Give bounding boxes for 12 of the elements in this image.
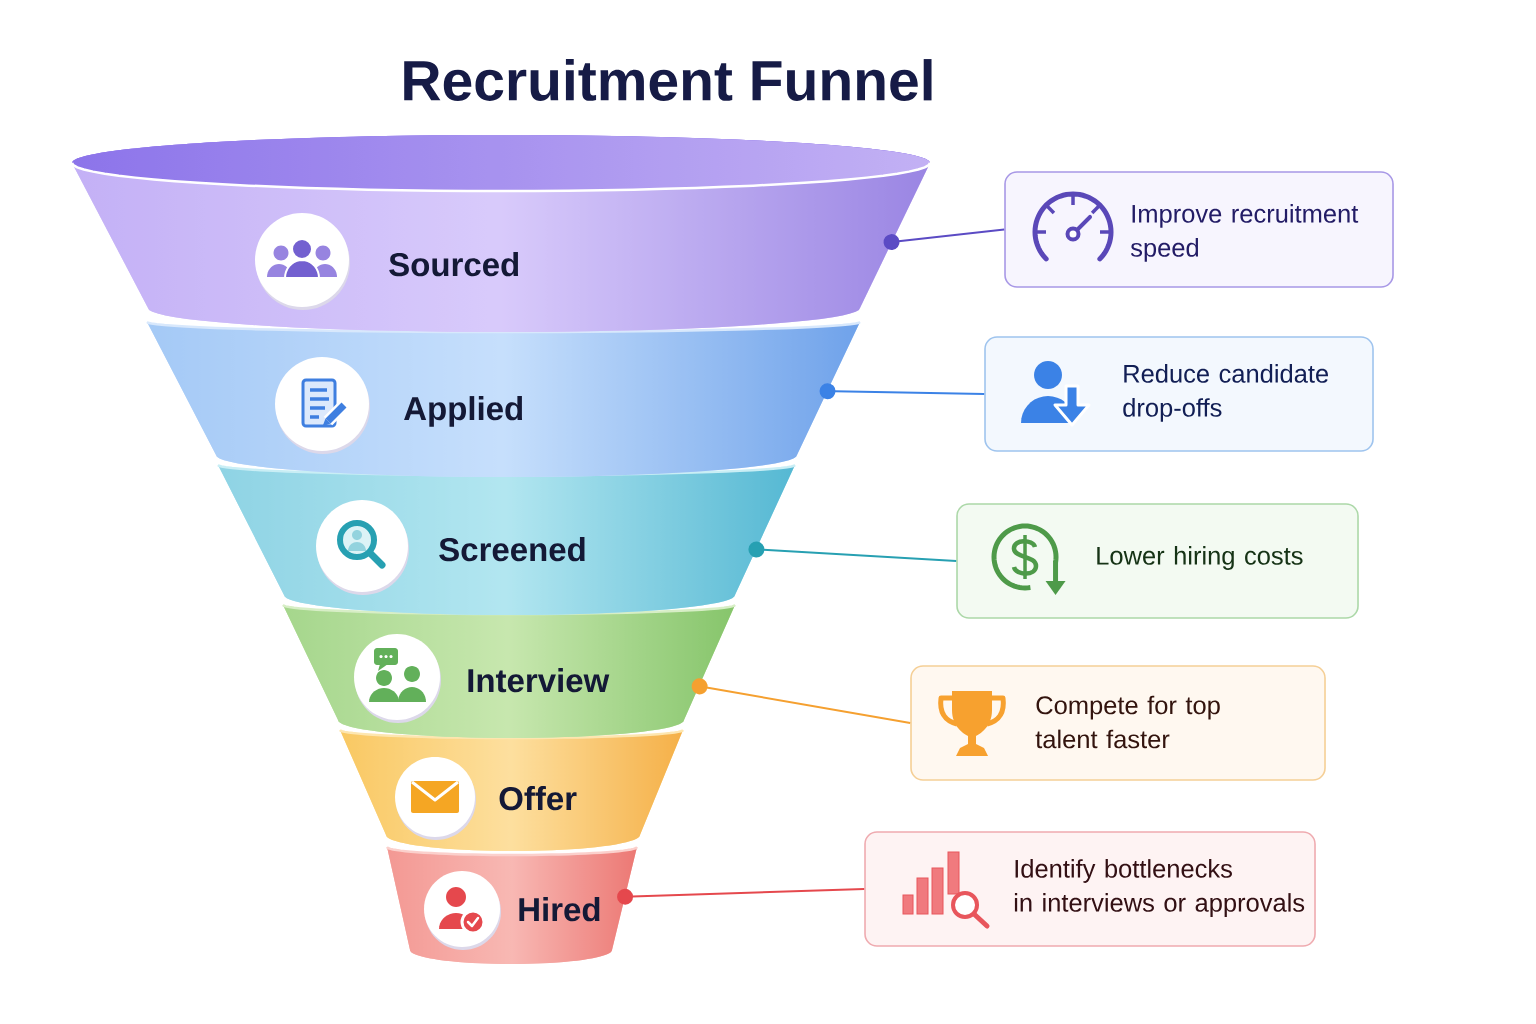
title: Recruitment Funnel [404,59,932,101]
goal-card: Improve recruitment speed [1004,171,1394,288]
connector-line [883,228,1006,251]
funnel-layer: Sourced [71,135,931,332]
connector-line [748,541,958,562]
goal-card: Identify bottlenecks in interviews or approvals [864,831,1316,947]
connector-line [819,383,986,400]
goal-card: Reduce candidate drop-offs [984,336,1374,452]
connector-line [691,678,912,724]
goal-card: Compete for top talent faster [910,665,1326,781]
goal-card: Lower hiring costs [956,503,1359,619]
connector-line [617,888,866,905]
